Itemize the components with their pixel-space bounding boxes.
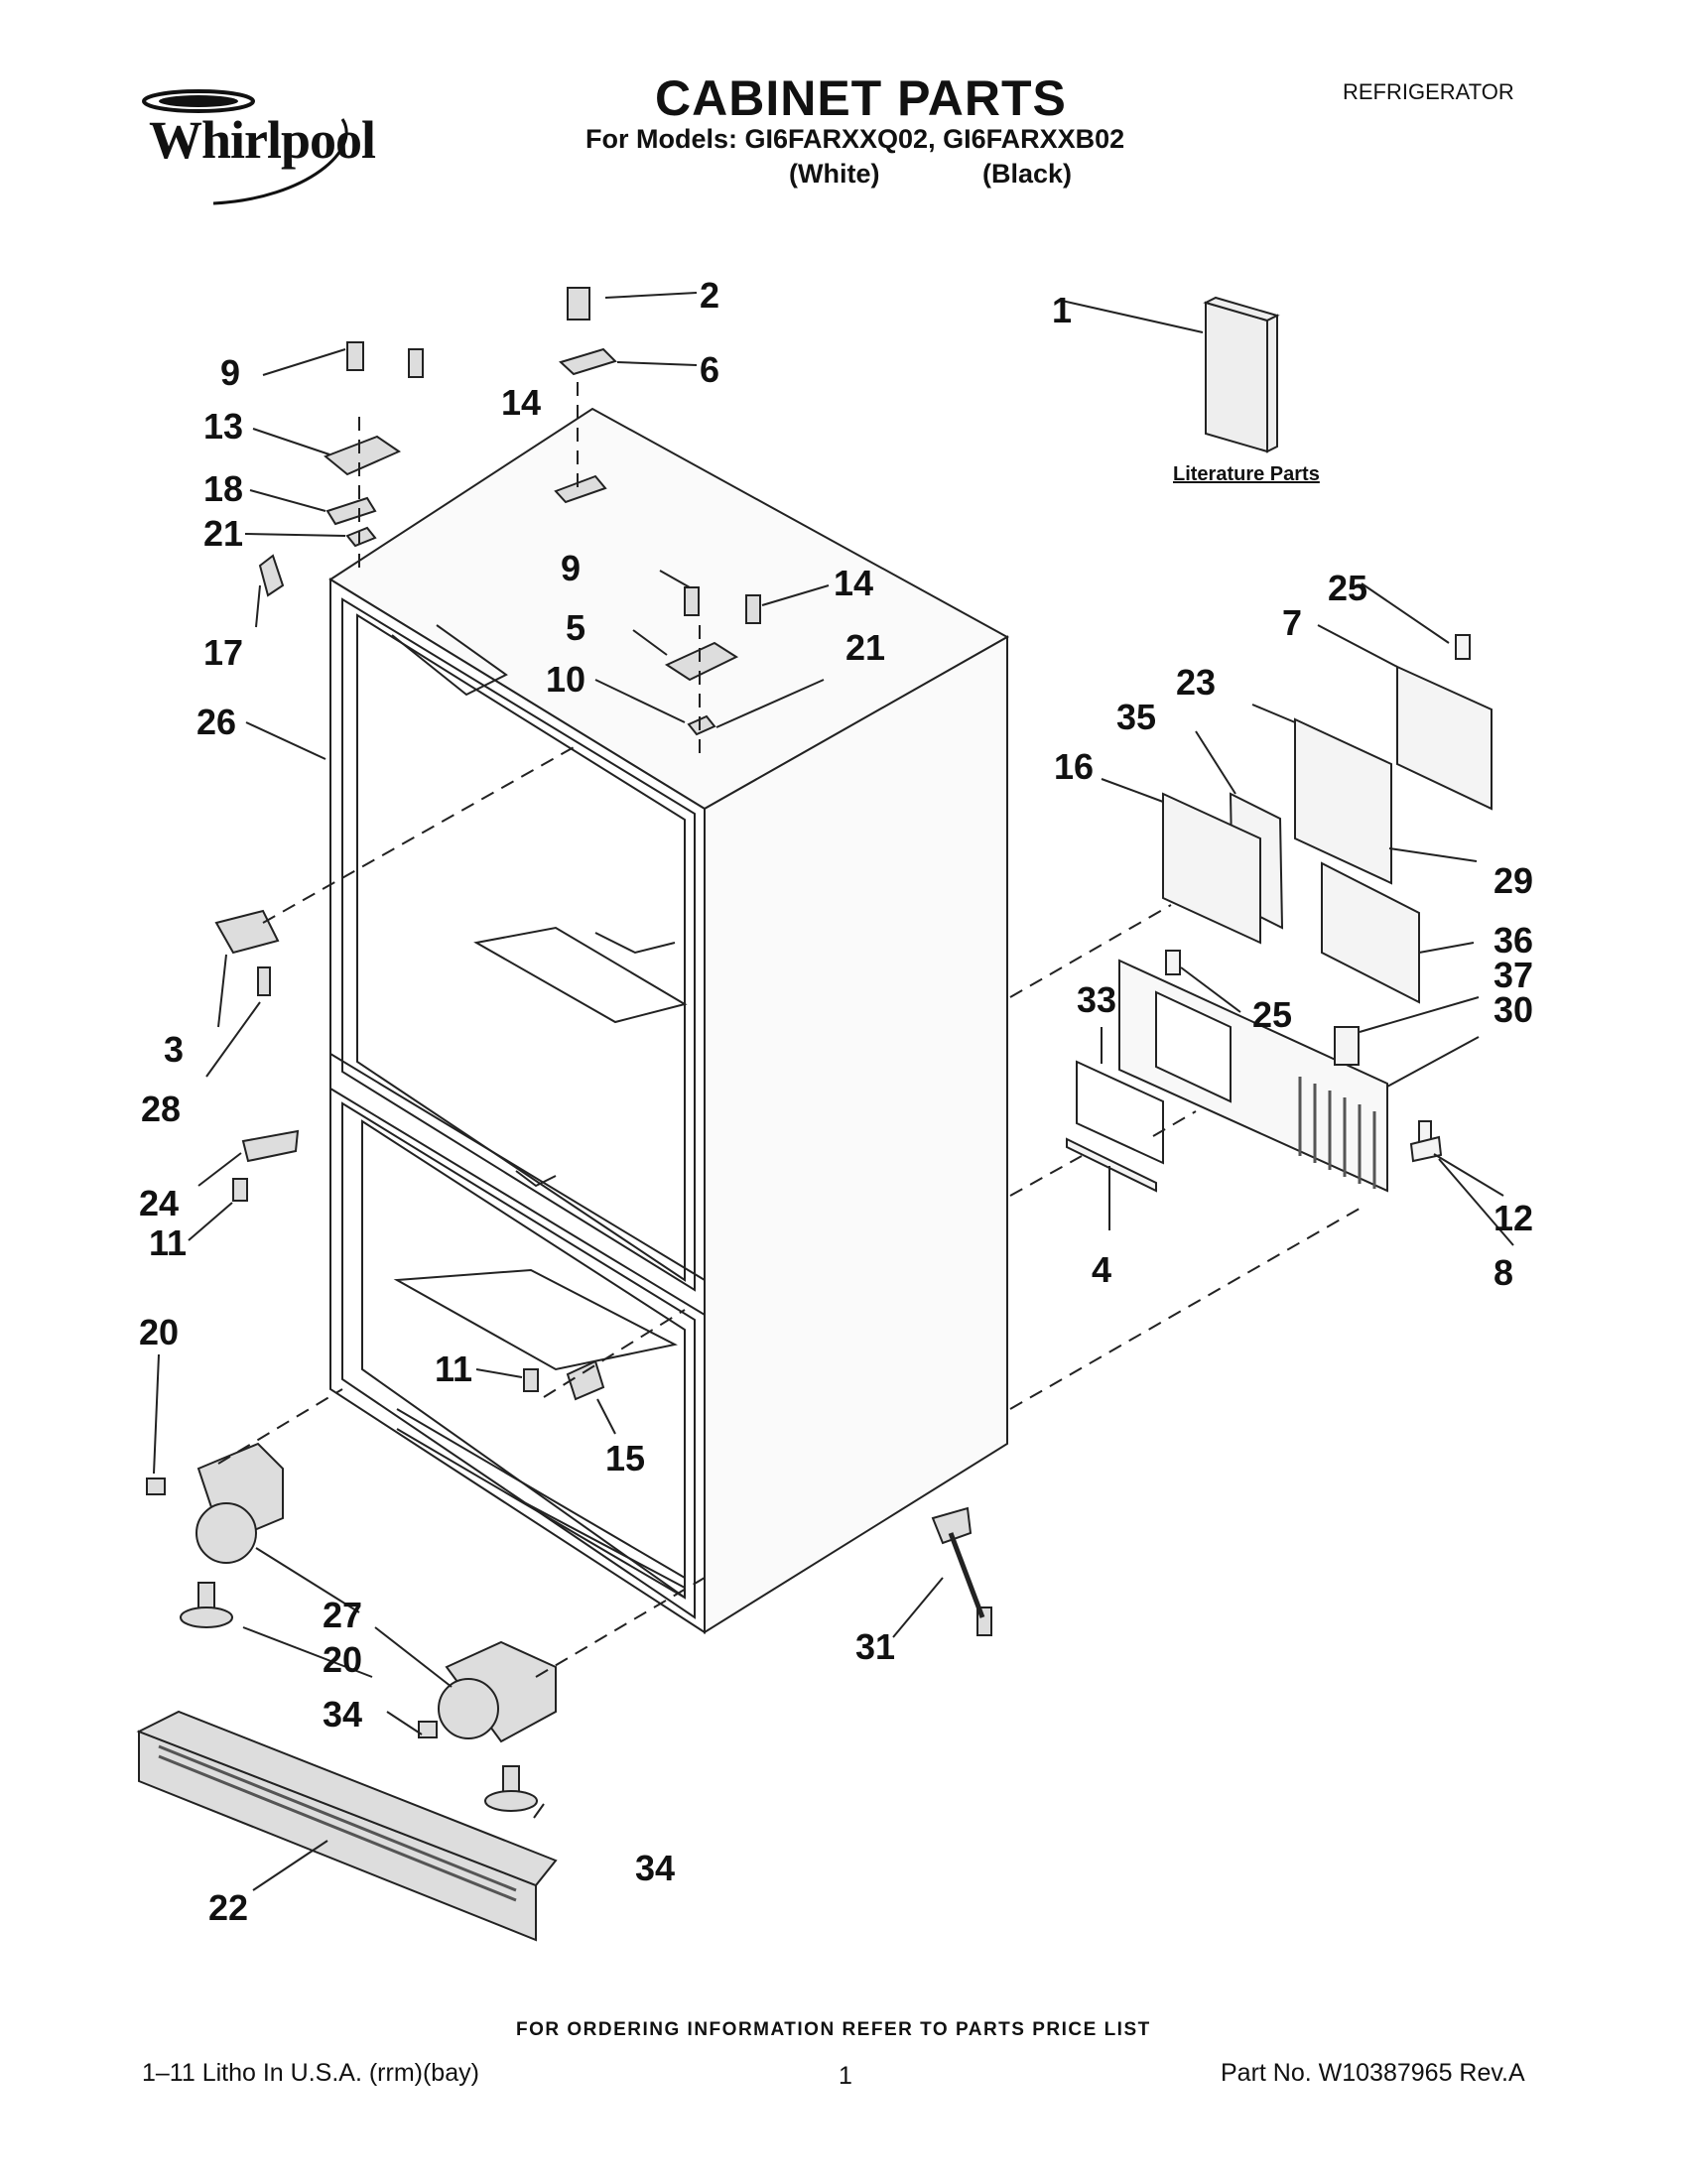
callout-22: 22	[208, 1887, 248, 1928]
callout-9b: 9	[561, 548, 581, 588]
callout-18: 18	[203, 468, 243, 509]
callout-25b: 25	[1252, 994, 1292, 1035]
callout-16: 16	[1054, 746, 1094, 787]
callout-9: 9	[220, 352, 240, 393]
callout-6: 6	[700, 349, 719, 390]
cabinet-front	[329, 578, 706, 1634]
callout-4: 4	[1092, 1249, 1111, 1290]
callout-34: 34	[323, 1694, 362, 1734]
callout-13: 13	[203, 406, 243, 447]
callout-7: 7	[1282, 602, 1302, 643]
literature-parts-label: Literature Parts	[1173, 463, 1320, 485]
callout-15: 15	[605, 1438, 645, 1478]
callout-31: 31	[855, 1626, 895, 1667]
callout-34b: 34	[635, 1848, 675, 1888]
callout-20b: 20	[323, 1639, 362, 1680]
callout-23: 23	[1176, 662, 1216, 703]
callout-12: 12	[1493, 1198, 1533, 1238]
cabinet-right-side	[704, 635, 1008, 1634]
callout-3: 3	[164, 1029, 184, 1070]
ordering-note: FOR ORDERING INFORMATION REFER TO PARTS …	[516, 2019, 1151, 2040]
callout-33: 33	[1077, 979, 1116, 1020]
callout-10: 10	[546, 659, 585, 700]
callout-14b: 14	[834, 563, 873, 603]
category-label: REFRIGERATOR	[1343, 79, 1514, 104]
callout-14: 14	[501, 382, 541, 423]
callout-numbers: 1 2 3 4 5 6 7 8 9 9 10 11 11 12 13 14 14…	[139, 275, 1533, 1928]
callout-28: 28	[141, 1089, 181, 1129]
part-number: Part No. W10387965 Rev.A	[1221, 2059, 1525, 2087]
callout-11: 11	[149, 1222, 187, 1263]
callout-11b: 11	[435, 1349, 472, 1389]
callout-5: 5	[566, 607, 585, 648]
callout-27: 27	[323, 1595, 362, 1635]
callout-2: 2	[700, 275, 719, 316]
callout-30: 30	[1493, 989, 1533, 1030]
color-white: (White)	[789, 159, 880, 189]
page-number: 1	[839, 2062, 852, 2090]
callout-25: 25	[1328, 568, 1367, 608]
litho-note: 1–11 Litho In U.S.A. (rrm)(bay)	[142, 2059, 479, 2087]
color-black: (Black)	[982, 159, 1073, 189]
callout-36: 36	[1493, 920, 1533, 961]
callout-1: 1	[1052, 290, 1072, 330]
models-line: For Models: GI6FARXXQ02, GI6FARXXB02	[585, 124, 1125, 154]
callout-37: 37	[1493, 955, 1533, 995]
brand-swoosh-icon	[142, 89, 348, 205]
callout-29: 29	[1493, 860, 1533, 901]
brand-name: Whirlpool	[149, 110, 376, 170]
callout-21: 21	[203, 513, 243, 554]
callout-17: 17	[203, 632, 243, 673]
callout-26: 26	[196, 702, 236, 742]
callout-20: 20	[139, 1312, 179, 1352]
callout-35: 35	[1116, 697, 1156, 737]
callout-24: 24	[139, 1183, 179, 1223]
callout-21b: 21	[845, 627, 885, 668]
brand-logo: Whirlpool	[129, 79, 397, 208]
callout-8: 8	[1493, 1252, 1513, 1293]
page-title: CABINET PARTS	[655, 70, 1067, 126]
